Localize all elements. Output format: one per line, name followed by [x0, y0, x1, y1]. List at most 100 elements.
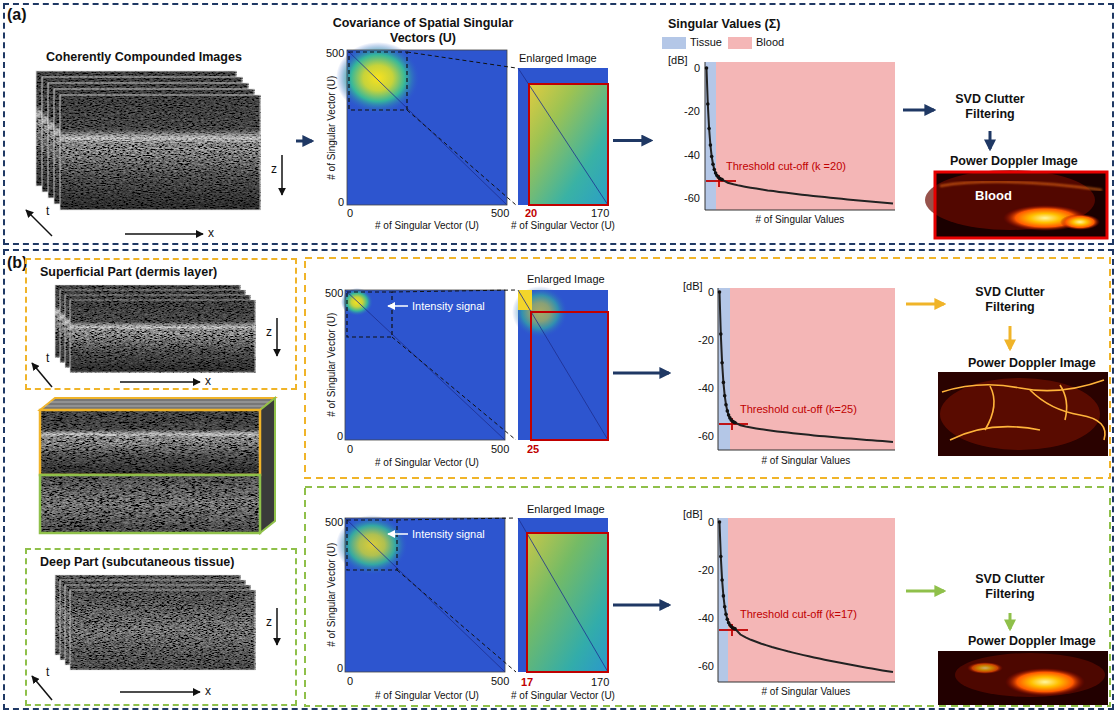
node-text: Enlarged Image — [527, 273, 605, 285]
layer-regions — [305, 487, 1110, 706]
axis-label: 0 — [347, 675, 353, 688]
axis-label: # of Singular Vector (U) — [511, 220, 615, 232]
axis-label: -60 — [698, 660, 714, 673]
singular-value-curve — [723, 605, 727, 609]
image-stack — [281, 155, 283, 195]
power-doppler-image — [935, 172, 1107, 238]
axis-label: 0 — [337, 662, 343, 675]
covariance-matrix — [345, 518, 505, 672]
image-stack — [70, 590, 255, 670]
node-text: Threshold cut-off (k=17) — [740, 608, 857, 620]
image-stack — [120, 381, 200, 383]
power-doppler-image — [985, 386, 994, 430]
singular-value-block: Threshold cut-off (k=17) — [670, 506, 905, 704]
axis-label: 500 — [326, 47, 344, 60]
image-stack-block: Coherently Compounded Images — [15, 44, 295, 242]
axis-label: x — [208, 227, 214, 241]
axis-label: 17 — [521, 676, 533, 689]
singular-value-curve — [733, 627, 737, 631]
enlarged-block: Enlarged Image — [516, 498, 612, 704]
image-stack — [125, 233, 203, 235]
node-text: Blood — [975, 188, 1012, 203]
axis-label: 25 — [527, 443, 539, 456]
legend-swatch — [728, 37, 752, 49]
axis-label: -20 — [698, 334, 714, 347]
axis-label: -40 — [698, 612, 714, 625]
axis-label: z — [271, 163, 277, 177]
flow-arrow — [1009, 326, 1012, 349]
covariance-matrix — [527, 533, 608, 672]
covariance-block: Intensity signal — [320, 284, 515, 470]
axis-label: -20 — [698, 564, 714, 577]
covariance-matrix — [407, 110, 516, 205]
axis-label: t — [46, 666, 49, 680]
node-text: Intensity signal — [412, 300, 485, 312]
axis-label: 0 — [347, 207, 353, 220]
flow-arrow — [906, 590, 944, 593]
covariance-matrix — [518, 68, 608, 205]
power-doppler-image — [938, 651, 1108, 705]
volume-block — [40, 398, 275, 533]
covariance-matrix — [349, 52, 407, 110]
covariance-matrix — [518, 518, 608, 672]
axis-label: t — [46, 205, 49, 219]
axis-label: 170 — [591, 207, 609, 220]
image-stack — [276, 608, 278, 645]
singular-value-curve — [720, 361, 724, 365]
singular-value-curve — [709, 143, 713, 147]
flow-arrow — [989, 131, 992, 149]
singular-value-curve — [718, 290, 722, 294]
node-text: Power Doppler Image — [968, 356, 1096, 370]
layer-box: Deep Part (subcutaneous tissue) — [25, 548, 297, 706]
covariance-matrix — [347, 50, 507, 205]
singular-value-plot — [730, 288, 895, 450]
node-text: Threshold cut-off (k =20) — [726, 160, 846, 172]
panel-frame: (a) Coherently Compounded Images Covarianc… — [3, 3, 1114, 245]
node-text: (a) — [7, 6, 27, 24]
axis-label: 500 — [325, 516, 343, 529]
process-step: SVD Clutter Filtering — [945, 283, 1075, 325]
axis-label: 500 — [491, 207, 509, 220]
image-stack — [32, 363, 52, 387]
singular-value-curve — [733, 421, 737, 425]
covariance-block: Covariance of Spatial Singular Vectors (… — [313, 12, 535, 238]
node-text: Superficial Part (dermis layer) — [40, 265, 217, 279]
axis-label: t — [46, 352, 49, 366]
singular-value-curve — [719, 555, 723, 559]
flow-arrow — [613, 604, 669, 607]
power-doppler-image — [938, 372, 1108, 456]
axis-label: 0 — [338, 196, 344, 209]
flow-arrow — [613, 372, 669, 375]
flow-arrow — [613, 139, 651, 142]
image-stack — [120, 691, 200, 693]
axis-label: # of Singular Values — [756, 214, 845, 226]
covariance-matrix — [392, 290, 516, 292]
node-text: Coherently Compounded Images — [46, 50, 242, 64]
flow-arrow — [296, 140, 312, 143]
axis-label: # of Singular Vector (U) — [375, 690, 479, 702]
enlarged-block: Enlarged Image — [516, 268, 612, 468]
axis-label: 500 — [491, 443, 509, 456]
singular-value-curve — [724, 612, 728, 616]
power-doppler-image — [955, 653, 1105, 697]
axis-label: 20 — [525, 207, 537, 220]
axis-label: [dB] — [683, 280, 703, 293]
covariance-matrix — [347, 50, 507, 205]
axis-label: [dB] — [668, 54, 688, 67]
axis-label: -60 — [684, 192, 700, 205]
power-doppler-image — [942, 380, 1104, 392]
singular-value-curve — [720, 578, 724, 582]
axis-label: z — [266, 326, 272, 340]
axis-title: # of Singular Vector (U) — [326, 313, 338, 417]
image-stack — [276, 318, 278, 356]
legend-swatch — [662, 37, 686, 49]
covariance-matrix — [518, 68, 608, 205]
singular-value-curve — [720, 522, 894, 672]
singular-value-curve — [710, 155, 714, 159]
axis-label: # of Singular Vector (U) — [375, 220, 479, 232]
volume-block — [40, 475, 260, 533]
singular-value-plot — [705, 62, 895, 210]
node-text: Threshold cut-off (k=25) — [740, 403, 857, 415]
